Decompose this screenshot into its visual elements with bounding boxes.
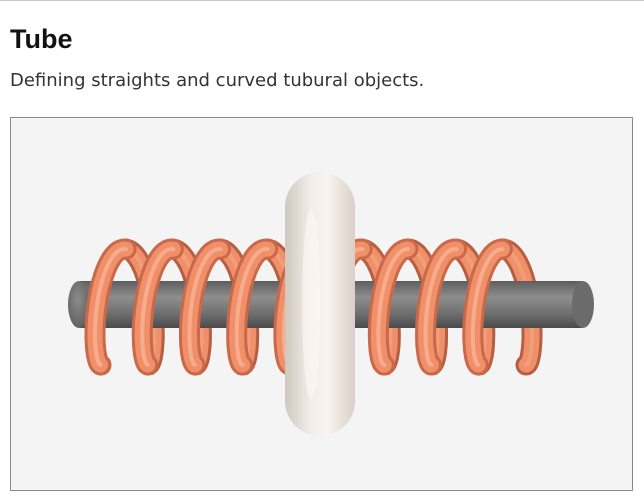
helix-segment-highlight [140,246,176,367]
3d-viewport[interactable] [10,117,633,491]
torus-highlight [302,209,320,399]
page-title: Tube [10,24,73,54]
helix-segment-highlight [423,246,459,367]
scene-canvas [68,172,594,436]
straight-tube-left-cap [68,281,90,328]
helix-segment-highlight [376,247,410,367]
helix-segment-highlight [234,246,270,367]
page-subtitle: Defining straights and curved tubural ob… [10,70,425,91]
straight-tube-right-cap [572,281,594,328]
helix-segment-highlight [93,246,129,367]
torus [285,172,355,436]
helix-segment-highlight [470,247,505,367]
helix-segment-highlight [187,246,223,367]
top-divider [0,0,644,1]
